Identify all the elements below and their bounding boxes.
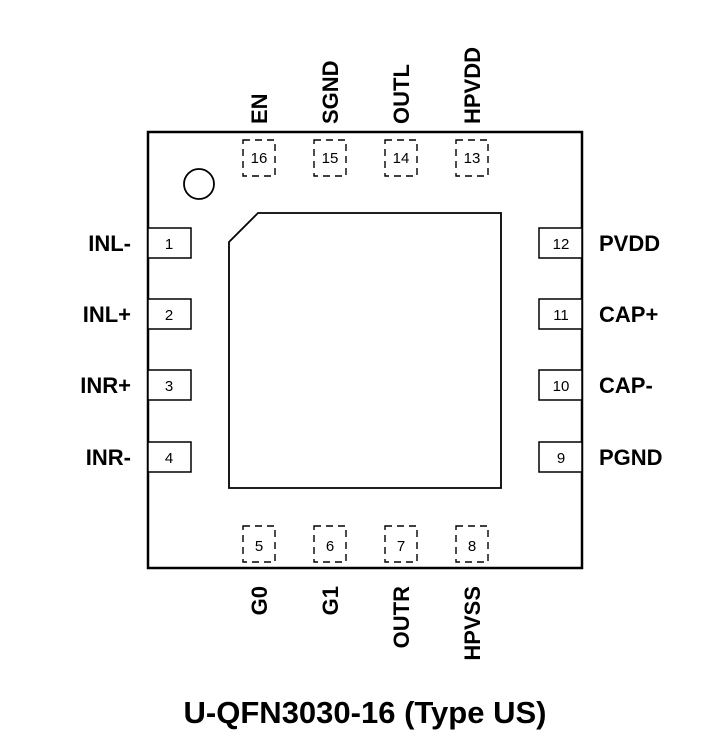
- pin-number: 2: [165, 307, 173, 324]
- pin-16: 16 EN: [242, 93, 276, 177]
- pin-number: 10: [553, 378, 570, 395]
- pin-number: 4: [165, 450, 173, 467]
- pin-label: G1: [318, 586, 343, 615]
- pins-group: 1 INL- 2 INL+ 3 INR+ 4 INR- 9 PGND 10 CAP- 11 CAP+ 12 P…: [80, 47, 662, 661]
- pin-12: 12 PVDD: [538, 227, 660, 259]
- pin-pad: [242, 139, 276, 177]
- package-body: [146, 130, 584, 570]
- pin-pad: [147, 227, 192, 259]
- pin-label: INL+: [83, 302, 131, 327]
- pin-2: 2 INL+: [83, 298, 192, 330]
- pin-5: 5G0: [242, 525, 276, 615]
- pin-6: 6G1: [313, 525, 347, 615]
- pin-pad: [147, 441, 192, 473]
- pin-label: PVDD: [599, 231, 660, 256]
- pin-label: HPVDD: [460, 47, 485, 124]
- pin-13: 13 HPVDD: [455, 47, 489, 177]
- pin-label: INL-: [88, 231, 131, 256]
- pin1-marker: [183, 168, 215, 200]
- pin-3: 3 INR+: [80, 369, 192, 401]
- pin-pad: [384, 525, 418, 563]
- pin-15: 15 SGND: [313, 60, 347, 177]
- pin-number: 12: [553, 236, 570, 253]
- pin-label: CAP+: [599, 302, 658, 327]
- pin-label: INR+: [80, 373, 131, 398]
- pin-number: 11: [553, 307, 569, 324]
- pin-number: 1: [165, 236, 173, 253]
- pin-label: OUTL: [389, 64, 414, 124]
- pin-pad: [242, 525, 276, 563]
- pin-number: 3: [165, 378, 173, 395]
- pin-label: CAP-: [599, 373, 653, 398]
- pin-number: 14: [393, 150, 410, 167]
- pin-pad: [455, 139, 489, 177]
- pin-pad: [538, 227, 583, 259]
- pin-1: 1 INL-: [88, 227, 192, 259]
- pin-number: 5: [255, 538, 263, 555]
- pin-11: 11 CAP+: [538, 298, 658, 330]
- pin-label: PGND: [599, 445, 663, 470]
- exposed-pad: [228, 212, 502, 489]
- package-caption: U-QFN3030-16 (Type US): [184, 695, 547, 730]
- pin-pad: [313, 525, 347, 563]
- pin-pad: [538, 298, 583, 330]
- pin-number: 13: [464, 150, 481, 167]
- pin-label: OUTR: [389, 586, 414, 648]
- pin-number: 6: [326, 538, 334, 555]
- pin-10: 10 CAP-: [538, 369, 653, 401]
- pin-9: 9 PGND: [538, 441, 663, 473]
- pin-number: 9: [557, 450, 565, 467]
- pin-number: 7: [397, 538, 405, 555]
- pin-label: INR-: [86, 445, 131, 470]
- pin-label: SGND: [318, 60, 343, 124]
- pin-pad: [455, 525, 489, 563]
- pin-label: HPVSS: [460, 586, 485, 661]
- pin-pad: [384, 139, 418, 177]
- pin-4: 4 INR-: [86, 441, 192, 473]
- pin-pad: [538, 441, 583, 473]
- pin-14: 14 OUTL: [384, 64, 418, 177]
- pin-pad: [538, 369, 583, 401]
- pin-pad: [147, 369, 192, 401]
- pin-number: 16: [251, 150, 268, 167]
- pin-pad: [313, 139, 347, 177]
- pin-number: 15: [322, 150, 339, 167]
- pin-pad: [147, 298, 192, 330]
- pin-number: 8: [468, 538, 476, 555]
- pin-label: EN: [247, 93, 272, 124]
- pin-label: G0: [247, 586, 272, 615]
